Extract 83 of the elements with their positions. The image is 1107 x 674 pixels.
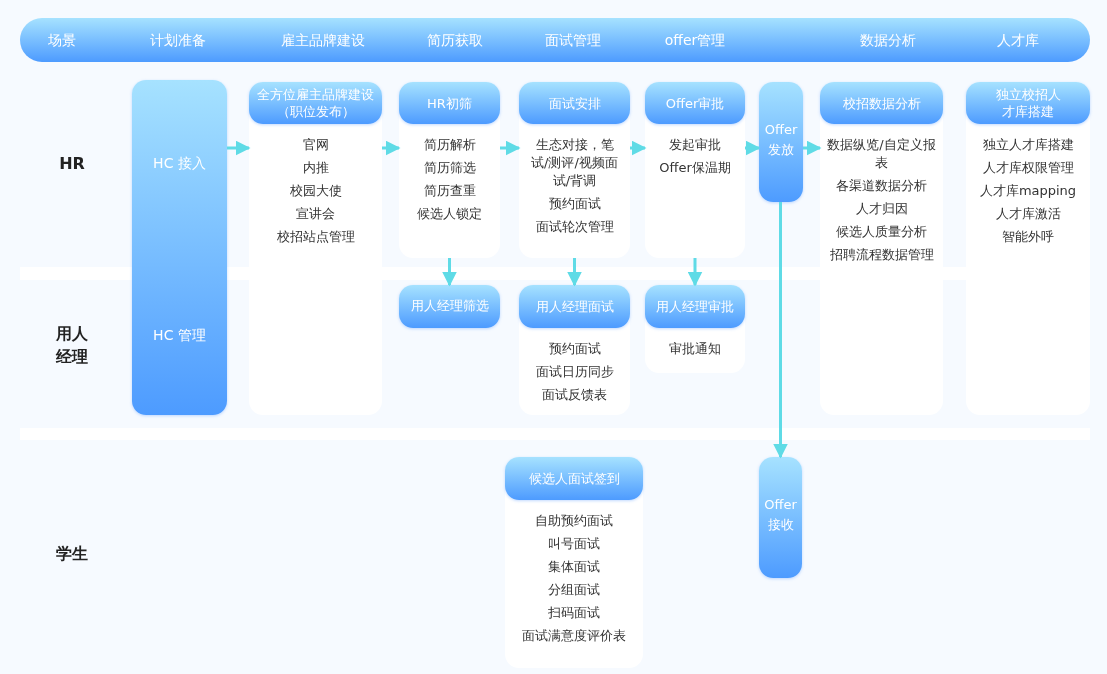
- list-item: 招聘流程数据管理: [829, 246, 934, 264]
- process-card: [645, 285, 745, 373]
- list-item: 面试满意度评价表: [522, 627, 626, 645]
- list-item: 集体面试: [548, 558, 600, 576]
- list-item: 宣讲会: [296, 205, 335, 223]
- list-item: 叫号面试: [548, 535, 600, 553]
- list-item: 扫码面试: [548, 604, 600, 622]
- header-band: [20, 18, 1090, 62]
- column-heading: 人才库: [997, 31, 1039, 50]
- process-card: [399, 82, 500, 258]
- process-card: [519, 285, 630, 415]
- list-item: 面试反馈表: [542, 386, 607, 404]
- list-item: 人才库激活: [995, 205, 1061, 223]
- arrow: [773, 202, 788, 459]
- arrow: [442, 258, 457, 287]
- card-header: 面试安排: [519, 82, 630, 124]
- list-item: 人才库mapping: [979, 182, 1077, 200]
- arrow: [803, 140, 822, 156]
- list-item: 内推: [302, 159, 329, 177]
- column-heading: 雇主品牌建设: [281, 31, 365, 50]
- stage-pill: [132, 80, 227, 415]
- process-card: [820, 82, 943, 415]
- stage-label: Offer 接收: [763, 496, 798, 534]
- card-header: 全方位雇主品牌建设（职位发布）: [249, 82, 382, 124]
- list-item: 审批通知: [669, 340, 721, 358]
- column-heading: 场景: [48, 31, 76, 50]
- stage-pill: [759, 457, 802, 578]
- list-item: 预约面试: [548, 195, 601, 213]
- column-heading: 面试管理: [545, 31, 601, 50]
- list-item: 人才归因: [855, 200, 908, 218]
- stage-label: HC 管理: [152, 326, 207, 345]
- card-header: 独立校招人才库搭建: [966, 82, 1090, 124]
- list-item: 智能外呼: [1002, 228, 1054, 246]
- arrow: [382, 140, 401, 156]
- process-card: [249, 82, 382, 415]
- list-item: 生态对接，笔试/测评/视频面试/背调: [530, 136, 619, 190]
- list-item: 发起审批: [669, 136, 721, 154]
- list-item: 官网: [302, 136, 329, 154]
- stage-pill: [759, 82, 803, 202]
- card-header: 校招数据分析: [820, 82, 943, 124]
- row-label: 用人经理: [55, 323, 89, 368]
- arrow: [630, 140, 647, 156]
- card-header: HR初筛: [399, 82, 500, 124]
- list-item: 简历解析: [423, 136, 476, 154]
- arrow: [567, 258, 582, 287]
- list-item: 独立人才库搭建: [982, 136, 1074, 154]
- arrow: [745, 140, 761, 156]
- column-heading: 简历获取: [427, 31, 483, 50]
- list-item: 各渠道数据分析: [836, 177, 927, 195]
- list-item: 分组面试: [548, 581, 600, 599]
- list-item: 校招站点管理: [276, 228, 355, 246]
- list-item: 面试轮次管理: [535, 218, 614, 236]
- list-item: 简历查重: [423, 182, 476, 200]
- list-item: 自助预约面试: [535, 512, 613, 530]
- arrow: [227, 140, 251, 156]
- process-card: [966, 82, 1090, 415]
- process-card: [505, 457, 643, 668]
- stage-label: Offer 发放: [763, 121, 799, 159]
- row-label: 学生: [55, 543, 89, 565]
- list-item: 预约面试: [548, 340, 601, 358]
- arrow: [687, 258, 703, 287]
- column-heading: offer管理: [664, 31, 726, 50]
- card-header: 候选人面试签到: [505, 457, 643, 500]
- list-item: 候选人锁定: [417, 205, 482, 223]
- list-item: Offer保温期: [659, 159, 731, 177]
- column-heading: 数据分析: [860, 31, 916, 50]
- list-item: 候选人质量分析: [836, 223, 927, 241]
- row-label: HR: [58, 153, 86, 175]
- list-item: 面试日历同步: [535, 363, 614, 381]
- list-item: 校园大使: [289, 182, 342, 200]
- card-header: 用人经理审批: [645, 285, 745, 328]
- process-card: [519, 82, 630, 258]
- stage-pill: [399, 285, 500, 328]
- arrow: [500, 140, 521, 156]
- card-header: 用人经理面试: [519, 285, 630, 328]
- column-heading: 计划准备: [150, 31, 206, 50]
- process-card: [645, 82, 745, 258]
- list-item: 数据纵览/自定义报表: [826, 136, 937, 172]
- stage-label: 用人经理筛选: [409, 297, 490, 315]
- stage-label: HC 接入: [152, 154, 207, 173]
- list-item: 简历筛选: [423, 159, 476, 177]
- list-item: 人才库权限管理: [982, 159, 1074, 177]
- card-header: Offer审批: [645, 82, 745, 124]
